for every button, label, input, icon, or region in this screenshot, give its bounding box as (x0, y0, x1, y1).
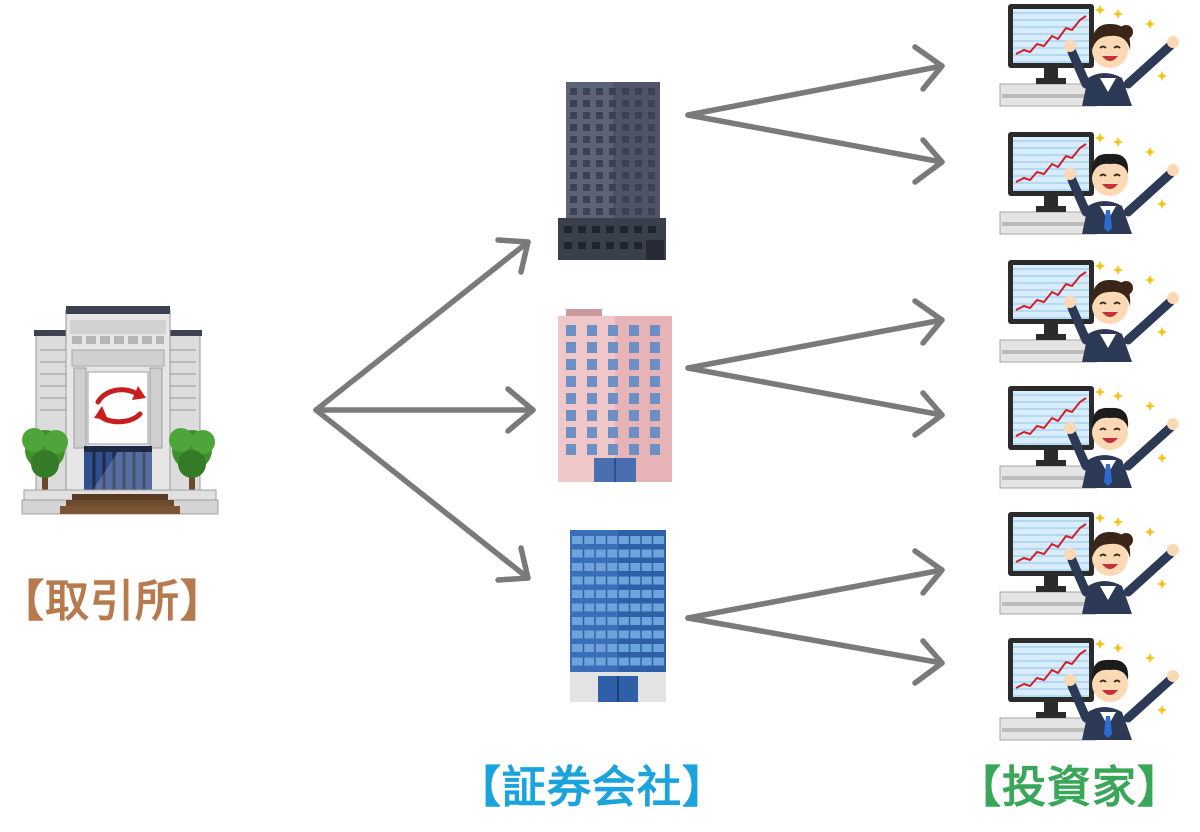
arrow-exchange-to-broker-1 (313, 237, 531, 413)
stock-exchange-building-icon (21, 306, 219, 515)
pink-office-building-icon (558, 309, 672, 482)
arrow-broker-1-to-investor-1 (685, 44, 945, 118)
arrow-broker-3-to-investor-6 (685, 615, 945, 686)
arrow-exchange-to-broker-2 (313, 386, 536, 434)
dark-office-building-icon (558, 82, 666, 260)
female-investor-at-computer-icon (999, 4, 1179, 107)
female-investor-at-computer-icon (999, 260, 1179, 363)
male-investor-at-computer-icon (999, 132, 1179, 235)
arrow-group (313, 44, 945, 686)
arrow-broker-1-to-investor-2 (685, 112, 945, 185)
female-investor-at-computer-icon (999, 512, 1179, 615)
arrow-broker-2-to-investor-4 (685, 365, 945, 438)
exchange-label: 【取引所】 (0, 576, 225, 627)
male-investor-at-computer-icon (999, 386, 1179, 489)
male-investor-at-computer-icon (999, 638, 1179, 741)
arrow-broker-3-to-investor-5 (685, 548, 945, 621)
tree-icon (22, 428, 68, 492)
arrow-broker-2-to-investor-3 (685, 298, 945, 371)
investors-label: 【投資家】 (957, 762, 1182, 813)
tree-icon (169, 428, 215, 492)
brokers-label: 【証券会社】 (457, 762, 727, 813)
blue-office-building-icon (570, 530, 666, 702)
arrow-exchange-to-broker-3 (313, 407, 531, 583)
